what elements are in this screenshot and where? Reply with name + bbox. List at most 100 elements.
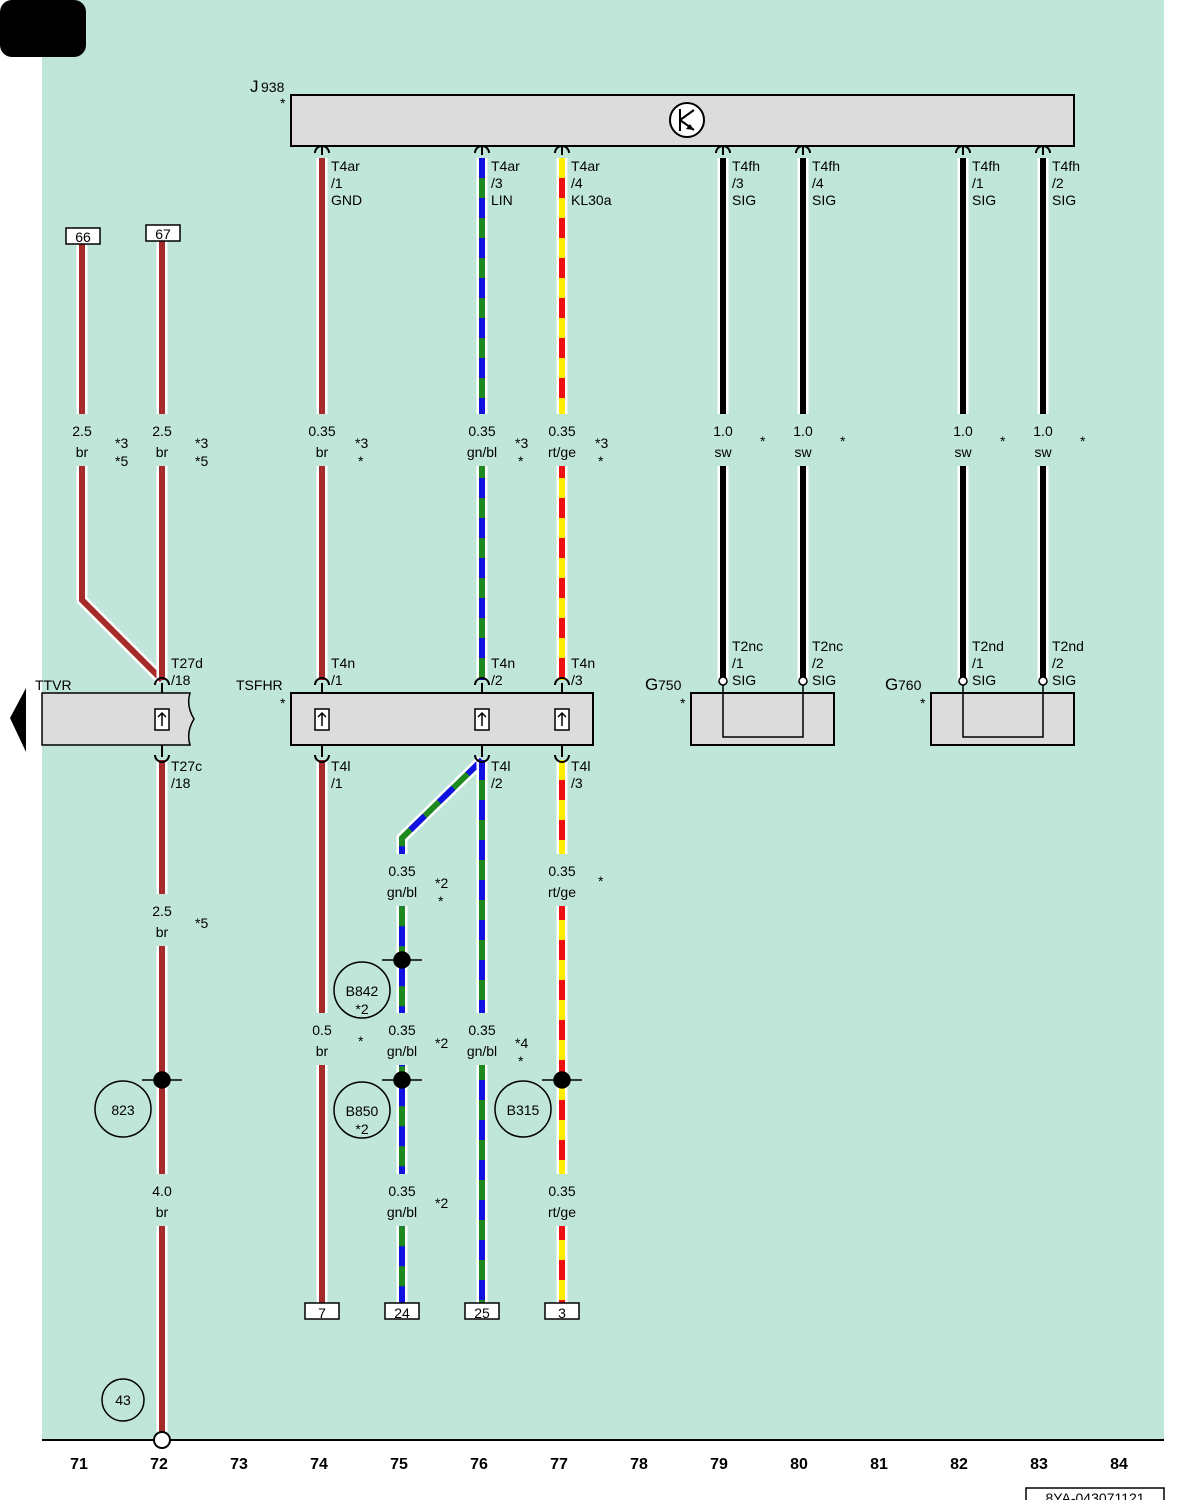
j938-t4fh3-connector: T4fh	[732, 158, 760, 174]
w76-note-a: *3	[515, 435, 528, 451]
w76-color: gn/bl	[467, 444, 497, 460]
terminal-24: 24	[394, 1305, 410, 1321]
g750-pin2-number: /2	[812, 655, 824, 671]
w67-note-a: *3	[195, 435, 208, 451]
wire-label-patch-9	[140, 894, 184, 946]
page-code: 8YA-043071121	[1045, 1490, 1144, 1500]
splice-reference-circles	[94, 961, 552, 1422]
j938-pin1-function: GND	[331, 192, 362, 208]
t4l2-connector: T4l	[491, 758, 510, 774]
wire-label-patch-13	[380, 1013, 424, 1065]
column-number-71: 71	[70, 1456, 88, 1473]
column-number-84: 84	[1110, 1456, 1128, 1473]
j938-t4fh1-number: /1	[972, 175, 984, 191]
wire-label-patch-15	[460, 1013, 504, 1065]
t4n2-connector: T4n	[491, 655, 515, 671]
transistor-symbol-icon	[669, 102, 705, 138]
g750-pin1-number: /1	[732, 655, 744, 671]
t4l2-pin: /2	[491, 775, 503, 791]
column-number-75: 75	[390, 1456, 408, 1473]
j938-t4fh1-function: SIG	[972, 192, 996, 208]
j938-pin3-function: LIN	[491, 192, 513, 208]
w75-bot-note: *2	[435, 1195, 448, 1211]
splice-b842: B842	[346, 983, 379, 999]
wire-label-patch-8	[1021, 414, 1065, 466]
w75-top-color: gn/bl	[387, 884, 417, 900]
t4l3-connector: T4l	[571, 758, 590, 774]
t4l1-pin: /1	[331, 775, 343, 791]
g750-pin1-function: SIG	[732, 672, 756, 688]
w75-mid-note: *2	[435, 1035, 448, 1051]
sensor-pin-dots	[718, 676, 1048, 686]
g760-pin1-connector: T2nd	[972, 638, 1004, 654]
j938-t4fh2-number: /2	[1052, 175, 1064, 191]
w77-color: rt/ge	[548, 444, 576, 460]
w77-lower-note: *	[598, 873, 604, 889]
wire-label-patches	[60, 414, 1065, 1226]
t27d-connector: T27d	[171, 655, 203, 671]
w66-note-b: *5	[115, 453, 128, 469]
w76-lower-size: 0.35	[468, 1022, 495, 1038]
j938-label-number: 938	[261, 79, 285, 95]
column-number-77: 77	[550, 1456, 568, 1473]
w75-top-size: 0.35	[388, 863, 415, 879]
w80-note: *	[840, 433, 846, 449]
g760-pin1-number: /1	[972, 655, 984, 671]
w83-color: sw	[1034, 444, 1052, 460]
w82-color: sw	[954, 444, 972, 460]
j938-t4fh3-number: /3	[732, 175, 744, 191]
ttvr-connector-station	[41, 692, 195, 746]
wire-labels: 2.5 br *3 *5 2.5 br *3 *5 0.35 br *3 * 0…	[72, 423, 1086, 1220]
g750-pin2-function: SIG	[812, 672, 836, 688]
w76-lower-note-b: *	[518, 1053, 524, 1069]
w82-note: *	[1000, 433, 1006, 449]
continuation-arrow-left	[10, 688, 26, 752]
tsfhr-star: *	[280, 695, 286, 711]
w66-color: br	[76, 444, 89, 460]
overlay-layer: J 938 * TTVR TSFHR * G 750 * G 760 *	[35, 77, 1165, 1500]
wire-label-patch-5	[701, 414, 745, 466]
splice-junctions	[142, 951, 582, 1089]
t4l3-pin: /3	[571, 775, 583, 791]
splice-reference-labels: 823 B842 *2 B850 *2 B315 43	[111, 983, 539, 1408]
w75-top-note-b: *	[438, 893, 444, 909]
j938-pin4-connector: T4ar	[571, 158, 600, 174]
w77-note-a: *3	[595, 435, 608, 451]
j938-pin4-number: /4	[571, 175, 583, 191]
page-tab	[0, 0, 86, 57]
terminal-boxes	[65, 224, 580, 1320]
splice-b850: B850	[346, 1103, 379, 1119]
w72-lower-size: 2.5	[152, 903, 172, 919]
w75-mid-size: 0.35	[388, 1022, 415, 1038]
wire-label-patch-12	[380, 854, 424, 906]
g750-label-letter: G	[645, 675, 658, 694]
w77-bot-color: rt/ge	[548, 1204, 576, 1220]
column-number-76: 76	[470, 1456, 488, 1473]
terminal-67: 67	[155, 226, 171, 242]
w67-note-b: *5	[195, 453, 208, 469]
t27c-connector: T27c	[171, 758, 202, 774]
w74-lower-size: 0.5	[312, 1022, 332, 1038]
g760-internal-loop	[962, 681, 1044, 738]
w77-note-b: *	[598, 453, 604, 469]
wire-label-patch-11	[300, 1013, 344, 1065]
w76-lower-note-a: *4	[515, 1035, 528, 1051]
g750-pin1-connector: T2nc	[732, 638, 763, 654]
w74-note-b: *	[358, 453, 364, 469]
j938-pin4-function: KL30a	[571, 192, 612, 208]
t4n1-connector: T4n	[331, 655, 355, 671]
tsfhr-connector-station	[290, 692, 594, 746]
j938-label-letter: J	[250, 77, 259, 96]
t4l1-connector: T4l	[331, 758, 350, 774]
j938-t4fh2-function: SIG	[1052, 192, 1076, 208]
column-number-82: 82	[950, 1456, 968, 1473]
wire-label-patch-6	[781, 414, 825, 466]
w66-size: 2.5	[72, 423, 92, 439]
column-number-83: 83	[1030, 1456, 1048, 1473]
g760-label-letter: G	[885, 675, 898, 694]
g750-star: *	[680, 695, 686, 711]
wire-label-patch-0	[60, 414, 104, 466]
w74-size: 0.35	[308, 423, 335, 439]
w74-note-a: *3	[355, 435, 368, 451]
splice-b850-note: *2	[355, 1121, 368, 1137]
